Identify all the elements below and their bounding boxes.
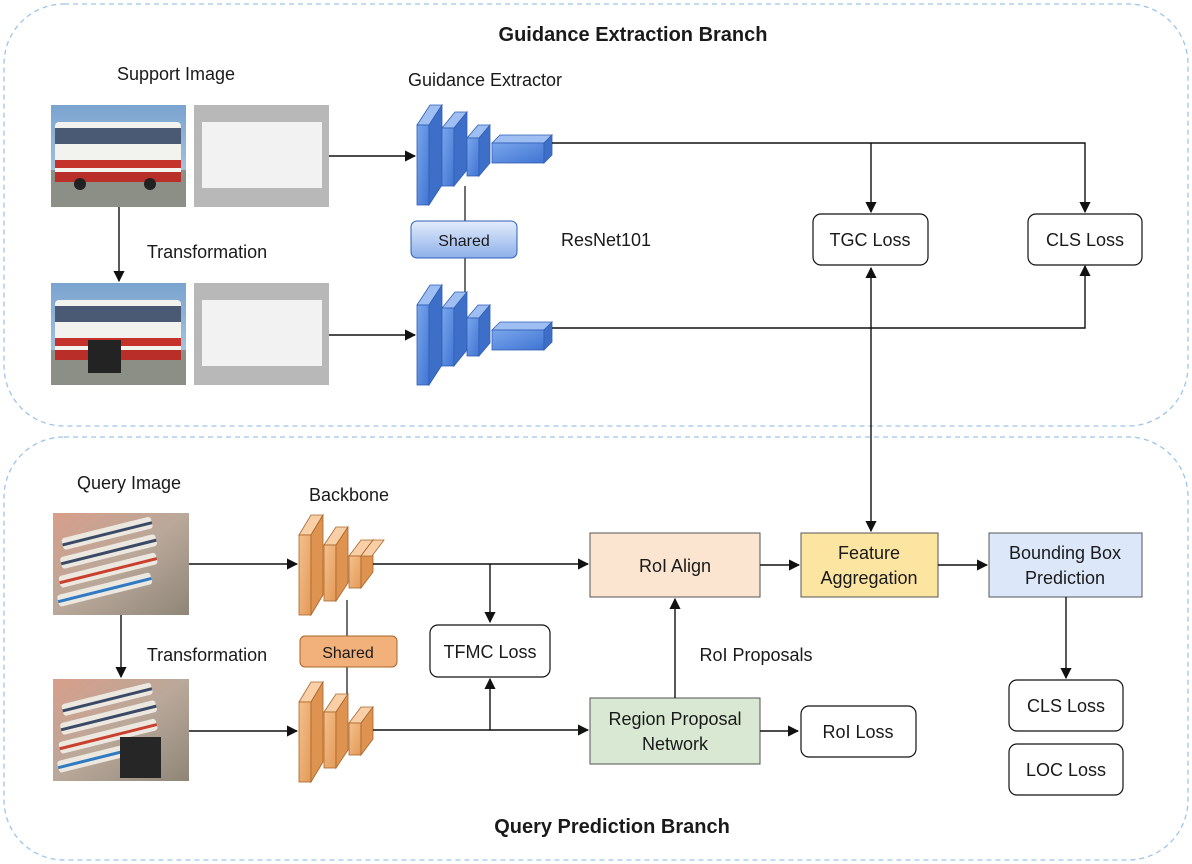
- loc-loss-box: [1008, 743, 1124, 796]
- shared-label-query: Shared: [322, 645, 374, 662]
- backbone-label: Backbone: [309, 485, 389, 505]
- support-mask-image: [194, 105, 329, 207]
- guidance-branch-title: Guidance Extraction Branch: [499, 24, 768, 46]
- support-image: [51, 105, 186, 207]
- transformation-label-bottom: Transformation: [147, 645, 267, 665]
- loc-loss-label: LOC Loss: [1026, 760, 1106, 780]
- shared-label-guidance: Shared: [438, 233, 490, 250]
- cls-loss-query-box: [1008, 679, 1124, 732]
- arrow-top-feature-to-cls: [552, 142, 1091, 214]
- guidance-branch-container: [3, 3, 1189, 427]
- guidance-extractor-bottom: [416, 283, 553, 387]
- bbox-prediction-label-line2: Prediction: [1025, 568, 1105, 588]
- feature-aggregation-label-line1: Feature: [838, 543, 900, 563]
- transformed-support-image: [51, 283, 186, 385]
- guidance-extractor-top: [416, 103, 553, 207]
- bbox-prediction-label-line1: Bounding Box: [1009, 543, 1121, 563]
- roi-align-box: [589, 532, 761, 598]
- cls-loss-query-label: CLS Loss: [1027, 696, 1105, 716]
- bbox-prediction-box: [988, 532, 1143, 598]
- guidance-extractor-label: Guidance Extractor: [408, 70, 562, 90]
- resnet-label: ResNet101: [561, 230, 651, 250]
- query-image: [53, 513, 189, 615]
- tgc-loss-label: TGC Loss: [829, 230, 910, 250]
- feature-aggregation-box: [800, 532, 939, 598]
- support-image-label: Support Image: [117, 64, 235, 84]
- tfmc-loss-box: [429, 624, 551, 678]
- roi-loss-label: RoI Loss: [822, 722, 893, 742]
- tfmc-loss-label: TFMC Loss: [443, 642, 536, 662]
- query-branch-container: [3, 436, 1189, 861]
- roi-align-label: RoI Align: [639, 556, 711, 576]
- arrow-bottom-feature-to-cls: [552, 264, 1091, 329]
- roi-loss-box: [800, 705, 917, 758]
- tgc-loss-box: [812, 213, 929, 266]
- transformation-label-top: Transformation: [147, 242, 267, 262]
- shared-box-query: [299, 635, 398, 668]
- rpn-label-line1: Region Proposal: [608, 709, 741, 729]
- transformed-support-mask-image: [194, 283, 329, 385]
- roi-proposals-label: RoI Proposals: [699, 645, 812, 665]
- cls-loss-guidance-label: CLS Loss: [1046, 230, 1124, 250]
- rpn-label-line2: Network: [642, 734, 709, 754]
- shared-box-guidance: [410, 220, 518, 259]
- cls-loss-guidance-box: [1027, 213, 1143, 266]
- feature-aggregation-label-line2: Aggregation: [820, 568, 917, 588]
- query-branch-title: Query Prediction Branch: [494, 816, 730, 838]
- backbone-top: [298, 513, 385, 617]
- query-image-label: Query Image: [77, 473, 181, 493]
- rpn-box: [589, 697, 761, 765]
- backbone-bottom: [298, 680, 374, 784]
- transformed-query-image: [53, 679, 189, 781]
